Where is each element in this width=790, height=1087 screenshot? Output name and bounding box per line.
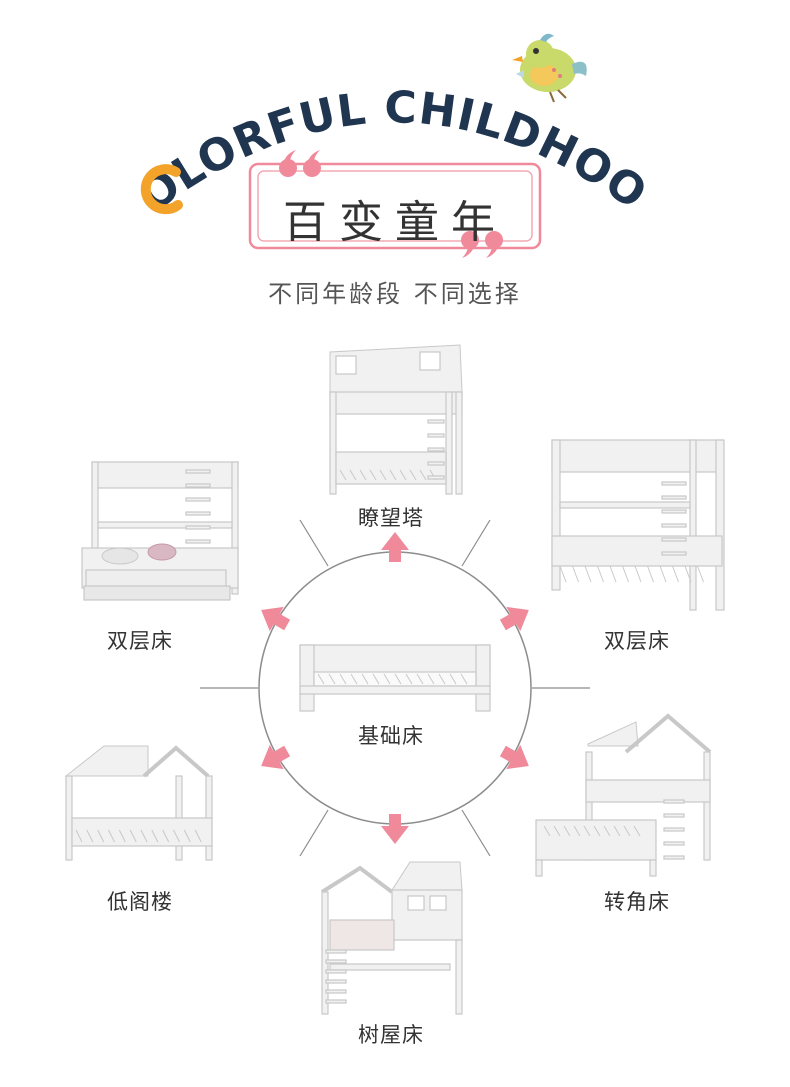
label-low-loft: 低阁楼 (107, 890, 173, 914)
arrow-icon (261, 744, 291, 770)
title-frame-outer (248, 162, 542, 250)
arrow-icon (261, 606, 291, 632)
quote-open-icon (279, 150, 321, 177)
arrow-icon (499, 744, 529, 770)
bird-icon (512, 33, 587, 103)
treehouse-bed-image (320, 861, 463, 1015)
chinese-title: 百变童年 (283, 197, 507, 248)
divider-line (299, 519, 329, 567)
divider-line (461, 809, 491, 857)
arrow-icon (381, 814, 409, 844)
divider-line (461, 519, 491, 567)
bunk-bed-left-image (81, 461, 239, 601)
arrow-icon (499, 606, 529, 632)
arrow-icon (381, 532, 409, 562)
daybed-image (299, 644, 491, 712)
subtitle: 不同年龄段 不同选择 (268, 280, 522, 308)
quote-close-icon (461, 231, 503, 258)
header-graphic: COLORFUL CHILDHOOD (0, 0, 655, 258)
lookout-bed-image (329, 344, 463, 495)
label-bunk-left: 双层床 (107, 629, 173, 653)
bunk-bed-right-image (551, 439, 725, 611)
divider-line (299, 809, 329, 857)
label-bunk-right: 双层床 (604, 629, 670, 653)
corner-bed-image (535, 713, 712, 877)
title-frame-inner (257, 170, 533, 242)
label-lookout: 瞭望塔 (358, 506, 424, 530)
center-label: 基础床 (358, 724, 424, 748)
label-corner: 转角床 (604, 890, 670, 914)
low-loft-bed-image (64, 745, 213, 861)
label-treehouse: 树屋床 (358, 1023, 424, 1047)
orange-c-accent (140, 164, 183, 215)
